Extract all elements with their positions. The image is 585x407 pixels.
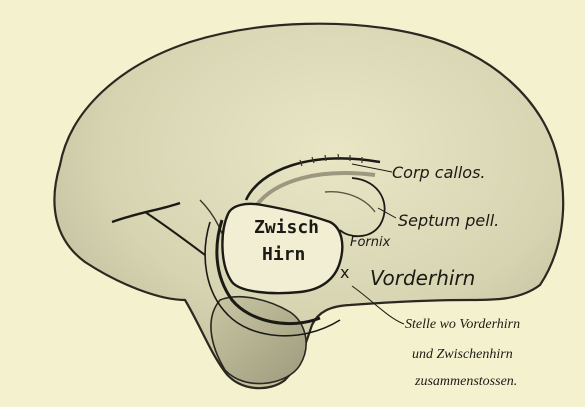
label-stelle-line3: zusammenstossen. (415, 375, 517, 389)
label-hirn: Hirn (262, 246, 305, 264)
label-corp-callos: Corp callos. (392, 165, 485, 181)
label-fornix: Fornix (350, 236, 390, 249)
label-vorderhirn: Vorderhirn (370, 268, 475, 288)
label-x-mark: x (340, 265, 349, 281)
label-septum-pell: Septum pell. (398, 213, 499, 229)
label-zwisch: Zwisch (254, 219, 319, 237)
label-stelle-line1: Stelle wo Vorderhirn (405, 318, 520, 332)
label-stelle-line2: und Zwischenhirn (412, 348, 513, 362)
